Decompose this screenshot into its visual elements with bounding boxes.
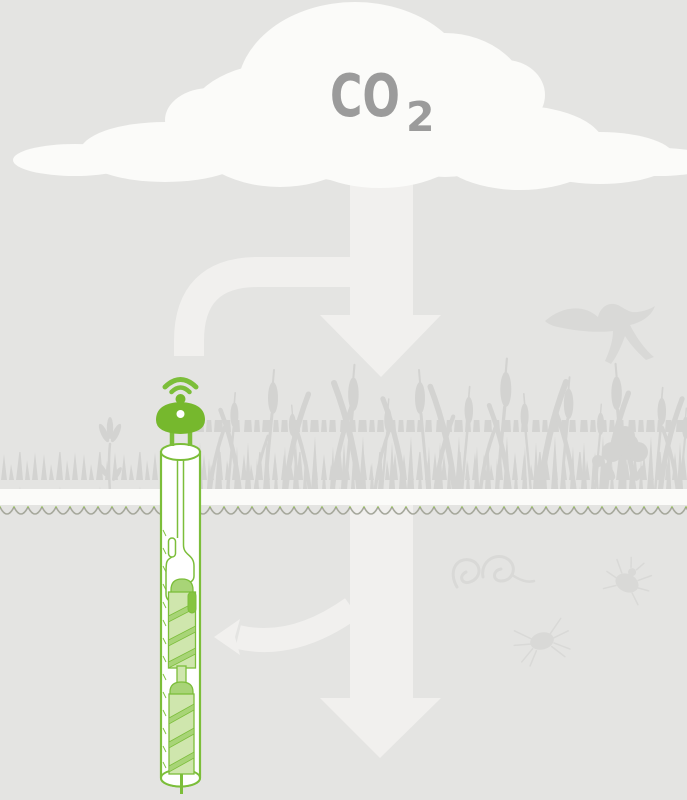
co2-flux-arrows — [174, 170, 441, 758]
left-arrow-icon — [214, 598, 359, 655]
probe-cable-weight — [167, 537, 177, 558]
soil-beetle-silhouette — [602, 556, 653, 606]
probe-auger-lower — [168, 665, 195, 794]
probe-sensor-pod — [187, 591, 197, 614]
wildflower-left — [98, 417, 122, 494]
elbow-flow-arrow-icon — [174, 257, 352, 356]
probe-cap — [156, 402, 205, 446]
cap-status-light — [176, 410, 185, 418]
earthworm-silhouette — [451, 554, 536, 589]
wifi-signal-icon — [162, 377, 199, 404]
probe-auger-upper — [167, 578, 197, 669]
co2-down-arrow-icon — [320, 170, 441, 377]
soil-gas-probe — [156, 377, 205, 794]
bird-silhouette — [545, 303, 655, 364]
probe-tube-rim — [160, 443, 201, 461]
soil-surface-line — [0, 503, 687, 515]
soil-down-arrow-icon — [320, 505, 441, 758]
co2-cloud: CO 2 — [13, 2, 687, 190]
co2-label-sub: 2 — [406, 93, 435, 141]
soil-surface-band — [0, 489, 687, 505]
soil-surface — [0, 489, 687, 515]
soil-organisms — [451, 554, 653, 667]
wildflower-right — [592, 426, 648, 494]
soil-mite-silhouette — [513, 617, 571, 667]
vegetation-band — [0, 356, 687, 495]
co2-label-main: CO — [330, 61, 400, 130]
